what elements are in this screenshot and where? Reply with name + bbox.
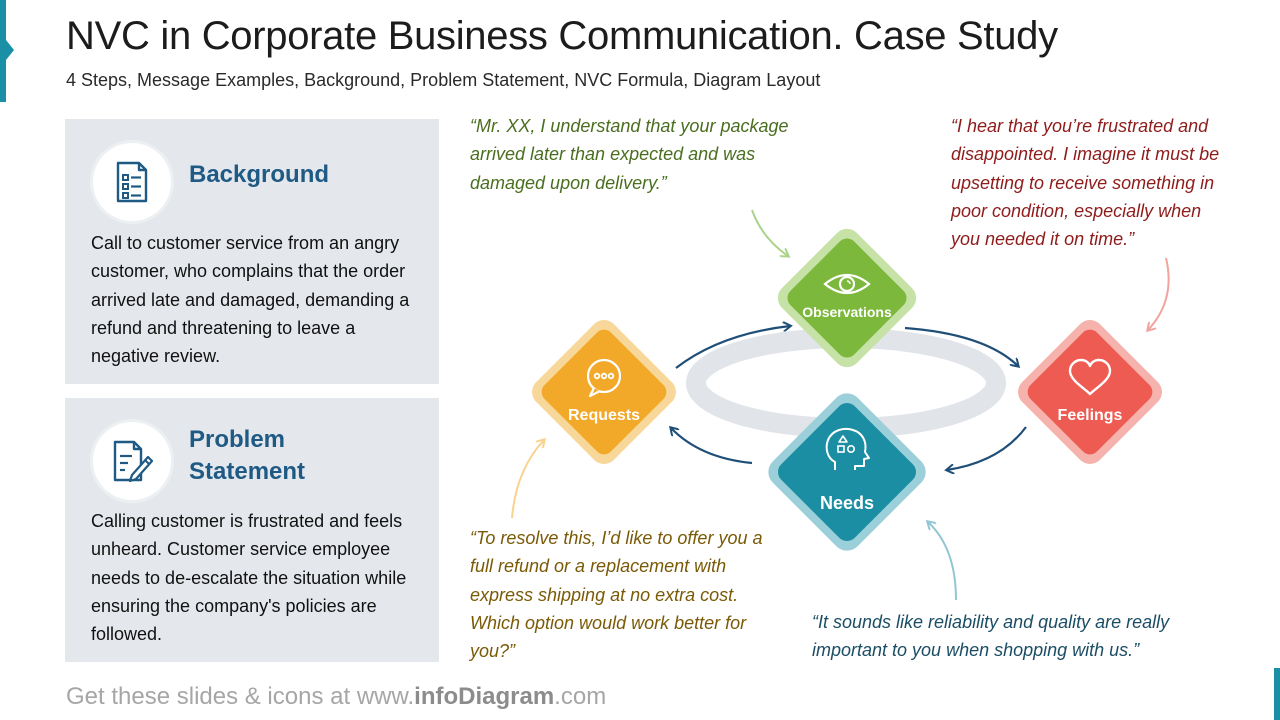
quote-requests: “To resolve this, I’d like to offer you … (470, 528, 763, 662)
needs-label: Needs (820, 493, 874, 513)
head-shapes-icon (825, 427, 870, 470)
document-list-icon (116, 161, 148, 203)
background-heading: Background (189, 161, 330, 188)
step-requests[interactable]: Requests (526, 314, 682, 470)
step-feelings[interactable]: Feelings (1012, 314, 1168, 470)
eye-icon (823, 273, 871, 295)
quote-observations: “Mr. XX, I understand that your package … (470, 116, 789, 193)
problem-text: Calling customer is frustrated and feels… (91, 511, 407, 645)
step-observations[interactable]: Observations (772, 223, 922, 373)
background-icon-circle (93, 143, 171, 221)
problem-heading-line2: Statement (189, 458, 306, 485)
page-title: NVC in Corporate Business Communication.… (66, 14, 1058, 58)
page-subtitle: 4 Steps, Message Examples, Background, P… (66, 70, 821, 90)
problem-statement-card: Problem Statement Calling customer is fr… (65, 398, 439, 662)
requests-label: Requests (568, 407, 640, 424)
cycle-arrow-feelings-to-needs (947, 426, 1027, 470)
problem-icon-circle (93, 422, 171, 500)
cycle-arrow-requests-to-observations (675, 326, 790, 369)
observations-diamond (787, 238, 907, 358)
left-accent-bar (0, 0, 6, 102)
document-pen-icon (113, 440, 154, 483)
right-accent-bar (1274, 668, 1280, 720)
problem-heading: Problem Statement (189, 424, 305, 488)
pointer-arrow-needs (928, 522, 957, 601)
observations-label: Observations (802, 304, 892, 320)
background-card: Background Call to customer service from… (65, 119, 439, 384)
cycle-arrow-needs-to-requests (671, 428, 753, 465)
needs-diamond (778, 403, 916, 541)
pointer-arrow-observations (751, 209, 788, 256)
quote-needs: “It sounds like reliability and quality … (812, 612, 1170, 661)
left-accent-tip (6, 40, 14, 60)
footer-brand: infoDiagram (414, 683, 555, 710)
pointer-arrow-requests (511, 440, 544, 519)
pointer-arrow-feelings (1148, 257, 1170, 330)
quote-feelings: “I hear that you’re frustrated and disap… (951, 116, 1220, 250)
heart-icon (1068, 358, 1112, 396)
cycle-arrow-observations-to-feelings (904, 326, 1018, 366)
feelings-label: Feelings (1058, 407, 1123, 424)
feelings-diamond (1027, 329, 1153, 455)
problem-heading-line1: Problem (189, 426, 286, 453)
footer-credit: Get these slides & icons at www.infoDiag… (66, 683, 606, 711)
footer-suffix: .com (554, 683, 607, 710)
background-text: Call to customer service from an angry c… (91, 233, 410, 367)
footer-prefix: Get these slides & icons at www. (66, 683, 415, 710)
speech-bubble-icon (586, 358, 622, 398)
step-needs[interactable]: Needs (762, 387, 932, 557)
